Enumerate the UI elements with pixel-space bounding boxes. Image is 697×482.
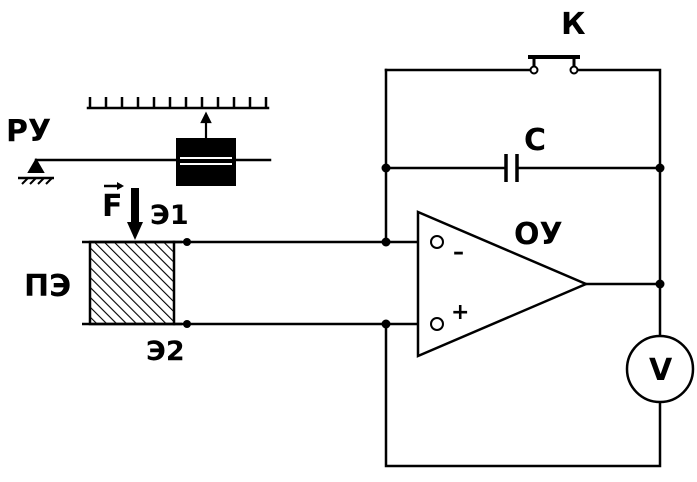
ground-icon bbox=[18, 158, 54, 185]
force-vector-head bbox=[117, 182, 124, 190]
regulator-scale-ticks bbox=[88, 97, 268, 108]
electrode-2-label: Э2 bbox=[146, 336, 185, 367]
regulator-label: РУ bbox=[6, 114, 51, 149]
wire-voltmeter-bottom bbox=[384, 322, 662, 468]
voltmeter bbox=[625, 334, 695, 404]
switch-k bbox=[528, 55, 580, 75]
voltmeter-label: V bbox=[649, 353, 673, 388]
piezo-label: ПЭ bbox=[24, 269, 71, 304]
non-inverting-input-label: + bbox=[451, 300, 469, 325]
op-amp bbox=[416, 210, 590, 358]
regulator-slider bbox=[176, 138, 236, 186]
op-amp-label: ОУ bbox=[514, 217, 563, 252]
inverting-input-icon bbox=[430, 235, 444, 249]
non-inverting-input-icon bbox=[430, 317, 444, 331]
capacitor-c bbox=[504, 154, 519, 182]
electrode-1-label: Э1 bbox=[150, 200, 189, 231]
wire-switch-loop bbox=[384, 68, 662, 172]
junction-dots bbox=[183, 163, 665, 329]
inverting-input-label: – bbox=[453, 240, 464, 265]
capacitor-label: C bbox=[524, 123, 546, 158]
slider-pointer bbox=[200, 111, 212, 138]
force-label: F bbox=[102, 189, 123, 224]
force-arrow bbox=[127, 188, 143, 240]
switch-label: К bbox=[561, 7, 586, 42]
piezo-element bbox=[82, 240, 182, 326]
